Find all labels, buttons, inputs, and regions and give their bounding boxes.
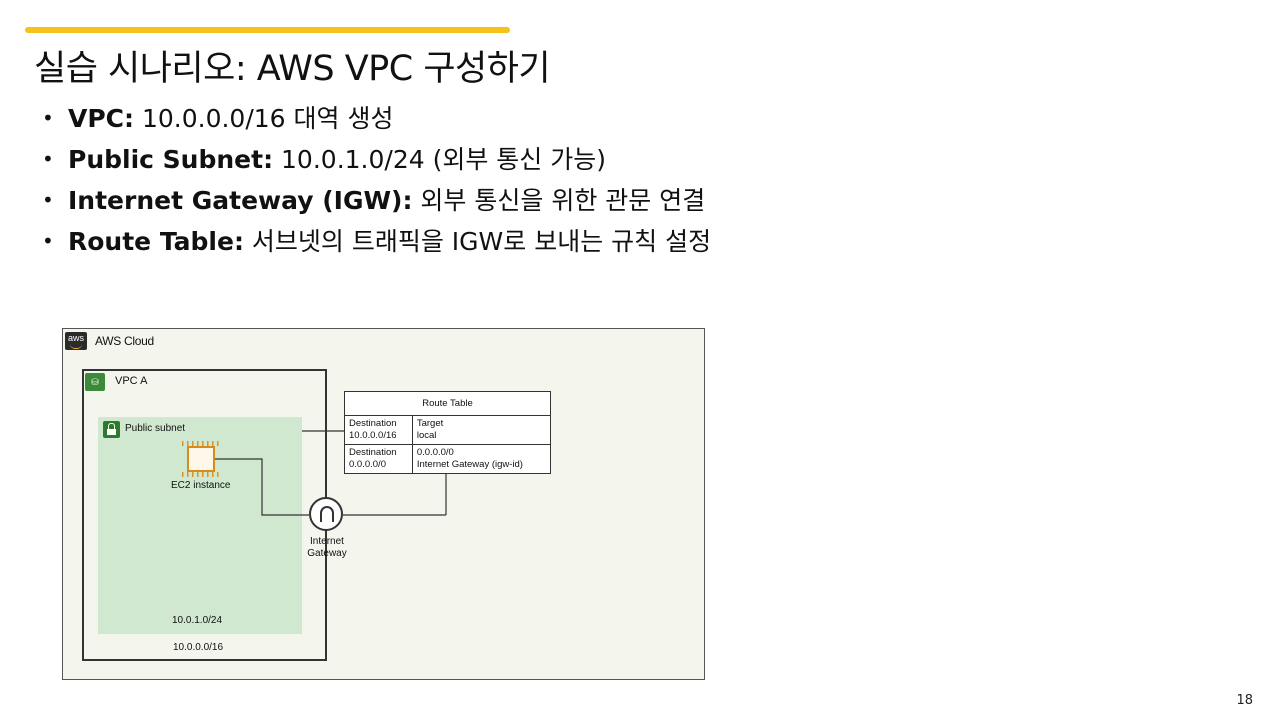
slide-title: 실습 시나리오: AWS VPC 구성하기: [34, 49, 551, 89]
vpc-icon: ⛁: [85, 373, 105, 391]
bullet-term: Route Table:: [68, 227, 244, 256]
bullet-item-route-table: • Route Table: 서브넷의 트래픽을 IGW로 보내는 규칙 설정: [42, 221, 711, 262]
ec2-instance-label: EC2 instance: [171, 480, 231, 491]
bullet-term: Public Subnet:: [68, 145, 274, 174]
aws-logo-text: aws: [67, 333, 84, 343]
aws-vpc-diagram: aws AWS Cloud ⛁ VPC A Public subnet EC2 …: [62, 328, 705, 680]
lock-icon: [103, 421, 120, 438]
internet-gateway-icon: [309, 497, 343, 531]
aws-cloud-label: AWS Cloud: [95, 334, 154, 348]
bullet-item-public-subnet: • Public Subnet: 10.0.1.0/24 (외부 통신 가능): [42, 139, 711, 180]
ec2-chip-icon: [182, 441, 220, 477]
vpc-label: VPC A: [115, 375, 148, 387]
route-table-title: Route Table: [344, 391, 551, 416]
bullet-term: VPC:: [68, 104, 135, 133]
connector-lines: [215, 430, 447, 516]
subnet-cidr-label: 10.0.1.0/24: [172, 615, 223, 626]
bullet-dot-icon: •: [42, 106, 54, 130]
bullet-description: 10.0.0.0/16 대역 생성: [134, 104, 394, 133]
aws-logo-icon: aws: [65, 332, 87, 350]
bullet-dot-icon: •: [42, 147, 54, 171]
bullet-term: Internet Gateway (IGW):: [68, 186, 413, 215]
vpc-cidr-label: 10.0.0.0/16: [173, 642, 224, 653]
bullet-dot-icon: •: [42, 188, 54, 212]
bullet-dot-icon: •: [42, 229, 54, 253]
public-subnet-label: Public subnet: [125, 423, 186, 434]
page-number: 18: [1236, 693, 1253, 708]
bullet-description: 10.0.1.0/24 (외부 통신 가능): [273, 145, 606, 174]
title-accent-bar: [25, 27, 510, 33]
bullet-description: 서브넷의 트래픽을 IGW로 보내는 규칙 설정: [243, 227, 712, 256]
bullet-item-igw: • Internet Gateway (IGW): 외부 통신을 위한 관문 연결: [42, 180, 711, 221]
bullet-item-vpc: • VPC: 10.0.0.0/16 대역 생성: [42, 98, 711, 139]
bullet-list: • VPC: 10.0.0.0/16 대역 생성 • Public Subnet: …: [42, 98, 711, 262]
bullet-description: 외부 통신을 위한 관문 연결: [412, 186, 706, 215]
